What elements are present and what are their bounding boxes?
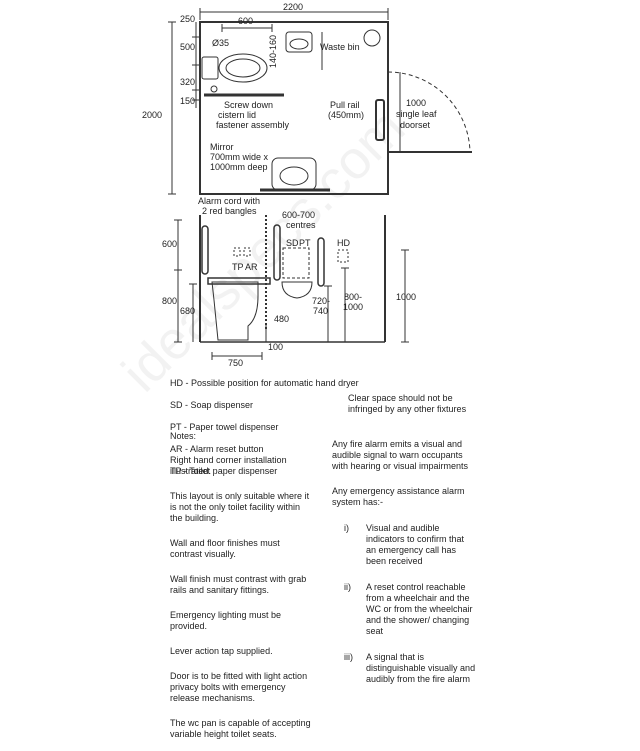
alarm-item: i) Visual and audible indicators to conf…	[332, 523, 492, 567]
dim-800-1000-2: 1000	[343, 302, 363, 312]
centres-label: 600-700	[282, 210, 315, 220]
legend-item: AR - Alarm reset button	[170, 444, 264, 454]
tp-label: TP	[232, 262, 244, 272]
legend: HD - Possible position for automatic han…	[170, 367, 359, 488]
screw-down-label: Screw down	[224, 100, 273, 110]
alarm-item-num: iii)	[344, 652, 353, 662]
clear-space-note: Clear space should not be infringed by a…	[348, 393, 467, 414]
cistern	[201, 56, 219, 80]
legend-item: TP - Toilet paper dispenser	[170, 466, 278, 476]
note: Wall and floor finishes must contrast vi…	[170, 538, 280, 559]
wc-pan	[218, 53, 268, 83]
notes: Notes: Right hand corner installation il…	[170, 420, 320, 751]
door-label-2: doorset	[400, 120, 431, 130]
dim-100: 100	[268, 342, 283, 352]
mirror-label: Mirror	[210, 142, 234, 152]
pull-rail-label-2: (450mm)	[328, 110, 364, 120]
dim-480: 480	[274, 314, 289, 324]
alarm-item-text: A reset control reachable from a wheelch…	[366, 582, 473, 636]
dim-800-elev: 800	[162, 296, 177, 306]
dim-2000: 2000	[142, 110, 162, 120]
dim-720-740: 720-	[312, 296, 330, 306]
alarm-intro-2: Any emergency assistance alarm system ha…	[332, 486, 465, 507]
note: Right hand corner installation illustrat…	[170, 455, 287, 476]
legend-item: PT - Paper towel dispenser	[170, 422, 279, 432]
note: Door is to be fitted with light action p…	[170, 671, 308, 703]
hd-label: HD	[337, 238, 350, 248]
waste-bin-label: Waste bin	[320, 42, 360, 52]
note: This layout is only suitable where it is…	[170, 491, 310, 523]
dim-500: 500	[180, 42, 195, 52]
dim-dia35: Ø35	[212, 38, 229, 48]
dim-680: 680	[180, 306, 195, 316]
pull-rail-label: Pull rail	[330, 100, 360, 110]
dim-320: 320	[180, 77, 195, 87]
basin-elevation	[281, 281, 313, 299]
alarm-item: ii) A reset control reachable from a whe…	[332, 582, 492, 637]
dim-600-elev: 600	[162, 239, 177, 249]
legend-item: HD - Possible position for automatic han…	[170, 378, 359, 388]
pt-label: PT	[299, 238, 311, 248]
note: Lever action tap supplied.	[170, 646, 273, 656]
door-label-1: single leaf	[396, 109, 437, 119]
note: Emergency lighting must be provided.	[170, 610, 282, 631]
technical-drawing: 2200 250 600 500 Ø35 320 150 2000 Waste …	[142, 2, 472, 368]
dim-1000-elev: 1000	[396, 292, 416, 302]
mirror-label-2: 700mm wide x	[210, 152, 269, 162]
waste-bin	[363, 29, 381, 47]
alarm-item-text: Visual and audible indicators to confirm…	[366, 523, 465, 566]
ar-label: AR	[245, 262, 258, 272]
alarm-intro-1: Any fire alarm emits a visual and audibl…	[332, 439, 469, 471]
legend-item: SD - Soap dispenser	[170, 400, 254, 410]
alarm-item-text: A signal that is distinguishable visuall…	[366, 652, 476, 684]
dim-2200: 2200	[283, 2, 303, 12]
basin-plan	[285, 31, 313, 53]
dim-140-160: 140-160	[268, 35, 278, 68]
note: Wall finish must contrast with grab rail…	[170, 574, 307, 595]
mirror-label-3: 1000mm deep	[210, 162, 268, 172]
dim-720-740-2: 740	[313, 306, 328, 316]
note: The wc pan is capable of accepting varia…	[170, 718, 311, 739]
dim-250: 250	[180, 14, 195, 24]
dim-750: 750	[228, 358, 243, 368]
wc-elevation	[211, 281, 259, 341]
door-dim: 1000	[406, 98, 426, 108]
notes-heading: Notes:	[170, 431, 197, 441]
alarm-item-num: ii)	[344, 582, 351, 592]
sd-label: SD	[286, 238, 299, 248]
alarm-cord-label-2: 2 red bangles	[202, 206, 257, 216]
alarm-item: iii) A signal that is distinguishable vi…	[332, 652, 492, 685]
dim-800-1000: 800-	[344, 292, 362, 302]
screw-down-label-3: fastener assembly	[216, 120, 290, 130]
alarm-info: Any fire alarm emits a visual and audibl…	[332, 428, 492, 696]
screw-down-label-2: cistern lid	[218, 110, 256, 120]
dim-600: 600	[238, 16, 253, 26]
alarm-cord-label: Alarm cord with	[198, 196, 260, 206]
alarm-item-num: i)	[344, 523, 349, 533]
centres-label-2: centres	[286, 220, 316, 230]
dim-150: 150	[180, 96, 195, 106]
